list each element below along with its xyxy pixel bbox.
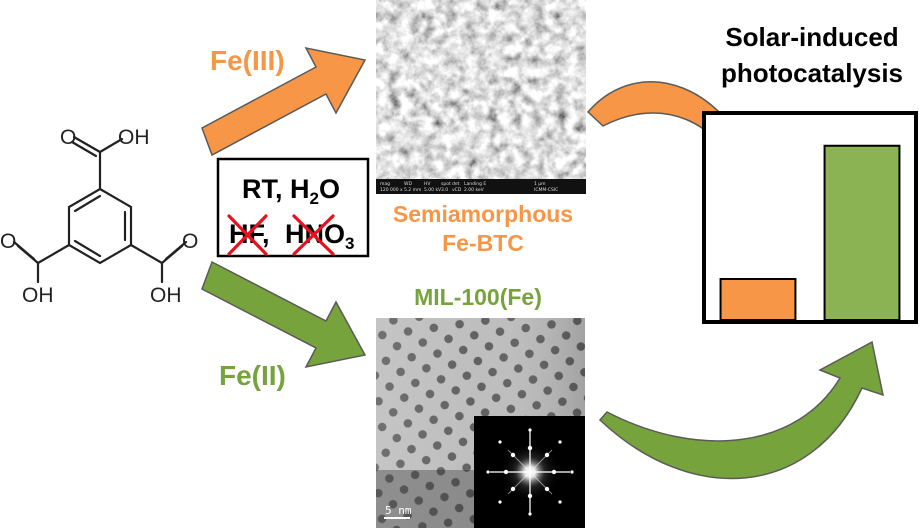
cross-hf bbox=[227, 214, 268, 256]
fft-spot bbox=[527, 493, 533, 499]
condition-hno3: HNO3 bbox=[285, 219, 354, 253]
fft-spot bbox=[551, 469, 557, 475]
semiamorphous-label-line1: Semiamorphous bbox=[393, 201, 573, 227]
photocatalysis-title-line2: photocatalysis bbox=[721, 58, 903, 88]
sem-field-6: 1 µm bbox=[534, 181, 546, 187]
sem-value-4: vCD bbox=[452, 187, 462, 193]
atom-oh-left: OH bbox=[22, 284, 54, 307]
fft-spot bbox=[544, 486, 550, 492]
chart-bars bbox=[719, 144, 901, 321]
sem-field-2: HV bbox=[424, 181, 431, 187]
atom-o-right: O bbox=[182, 230, 198, 253]
fft-spot bbox=[498, 500, 502, 504]
sem-value-3: 3.0 bbox=[441, 187, 448, 193]
sem-field-0: mag bbox=[380, 182, 390, 187]
activity-chart bbox=[702, 111, 918, 324]
sem-value-0: 120 000 x bbox=[380, 187, 403, 193]
tem-micrograph: 5 nm bbox=[376, 318, 585, 528]
btc-linker-structure bbox=[12, 135, 188, 284]
atom-o-top: O bbox=[60, 126, 76, 149]
mil100-label: MIL-100(Fe) bbox=[414, 284, 542, 310]
bar-mil100 bbox=[823, 144, 901, 321]
fft-spot bbox=[528, 512, 532, 516]
conditions-box: RT, H2O HF, HNO3 bbox=[216, 157, 370, 258]
fft-spot bbox=[510, 452, 516, 458]
sem-value-5: 2.00 keV bbox=[464, 187, 485, 193]
scale-bar-label: 5 nm bbox=[385, 504, 412, 517]
fft-spot bbox=[570, 470, 574, 474]
fft-spot bbox=[558, 440, 562, 444]
cross-hno3 bbox=[292, 214, 335, 256]
bar-semiamorphous bbox=[719, 278, 797, 321]
fft-spot bbox=[528, 428, 532, 432]
photocatalysis-title-line1: Solar-induced bbox=[725, 22, 898, 52]
sem-field-3: spot bbox=[441, 181, 451, 187]
condition-rt-water: RT, H2O bbox=[242, 174, 340, 208]
fft-spot bbox=[498, 440, 502, 444]
fft-spot bbox=[510, 486, 516, 492]
semiamorphous-label-line2: Fe-BTC bbox=[442, 230, 524, 256]
atom-oh-right: OH bbox=[150, 284, 182, 307]
fft-spot bbox=[558, 500, 562, 504]
fft-spot bbox=[544, 452, 550, 458]
sem-value-2: 5.00 kV bbox=[424, 187, 442, 193]
fft-inset bbox=[474, 416, 585, 528]
sem-field-5: Landing E bbox=[464, 181, 486, 187]
fft-spot bbox=[527, 445, 533, 451]
fe3-label: Fe(III) bbox=[210, 45, 285, 76]
fft-spot bbox=[486, 470, 490, 474]
atom-o-left: O bbox=[0, 230, 16, 253]
fe2-label: Fe(II) bbox=[219, 360, 286, 391]
curved-arrow-green bbox=[598, 340, 884, 480]
fft-spot bbox=[503, 469, 509, 475]
sem-field-1: WD bbox=[404, 181, 412, 187]
sem-value-6: ICMM-CSIC bbox=[534, 187, 558, 193]
sem-field-4: det bbox=[452, 181, 460, 187]
atom-oh-top: OH bbox=[118, 126, 150, 149]
sem-value-1: 5.2 mm bbox=[404, 187, 421, 193]
fe3-route-arrow bbox=[201, 46, 367, 157]
fe2-route-arrow bbox=[201, 260, 367, 369]
